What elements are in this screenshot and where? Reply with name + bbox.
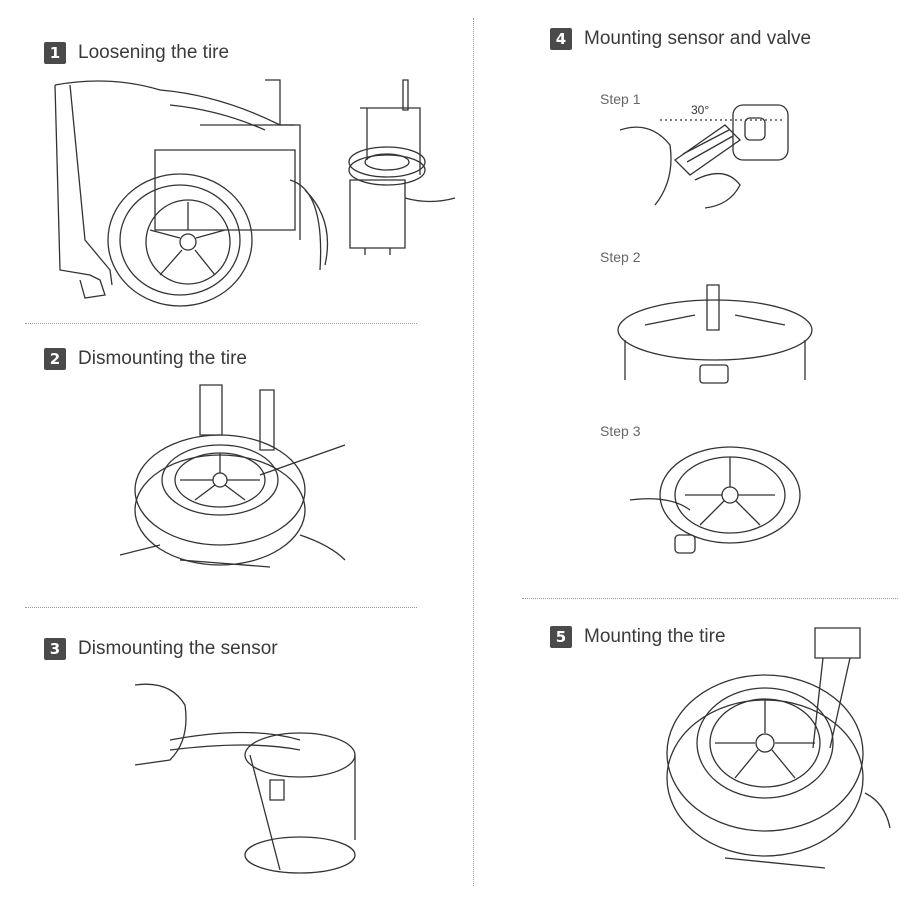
section-4-header: 4 Mounting sensor and valve — [550, 28, 811, 50]
section-2-number: 2 — [44, 348, 66, 370]
dismounting-sensor-illustration — [130, 680, 360, 880]
loosening-tire-illustration — [50, 80, 470, 305]
sensor-tightening-illustration — [630, 445, 795, 560]
sensor-in-rim-illustration — [615, 285, 815, 385]
section-4-number: 4 — [550, 28, 572, 50]
tire-changer-machine — [345, 80, 465, 260]
section-4-title: Mounting sensor and valve — [584, 28, 812, 49]
section-3-title: Dismounting the sensor — [78, 638, 278, 659]
section-5-number: 5 — [550, 626, 572, 648]
section-3-header: 3 Dismounting the sensor — [44, 638, 278, 660]
section-3-number: 3 — [44, 638, 66, 660]
step-2-label: Step 2 — [600, 249, 641, 265]
divider-section-1 — [25, 323, 417, 324]
section-1-number: 1 — [44, 42, 66, 64]
section-2-header: 2 Dismounting the tire — [44, 348, 247, 370]
valve-angle-illustration — [615, 100, 800, 210]
section-2-title: Dismounting the tire — [78, 348, 247, 369]
section-1-header: 1 Loosening the tire — [44, 42, 229, 64]
step-1-label: Step 1 — [600, 91, 641, 107]
angle-label: 30° — [691, 103, 710, 117]
step-3-label: Step 3 — [600, 423, 641, 439]
vertical-divider — [473, 18, 474, 886]
mounting-tire-illustration — [665, 628, 895, 873]
section-1-title: Loosening the tire — [78, 42, 230, 63]
section-5-title: Mounting the tire — [584, 626, 726, 647]
section-5-header: 5 Mounting the tire — [550, 626, 726, 648]
divider-section-4 — [522, 598, 898, 599]
dismounting-tire-illustration — [120, 385, 350, 580]
divider-section-2 — [25, 607, 417, 608]
